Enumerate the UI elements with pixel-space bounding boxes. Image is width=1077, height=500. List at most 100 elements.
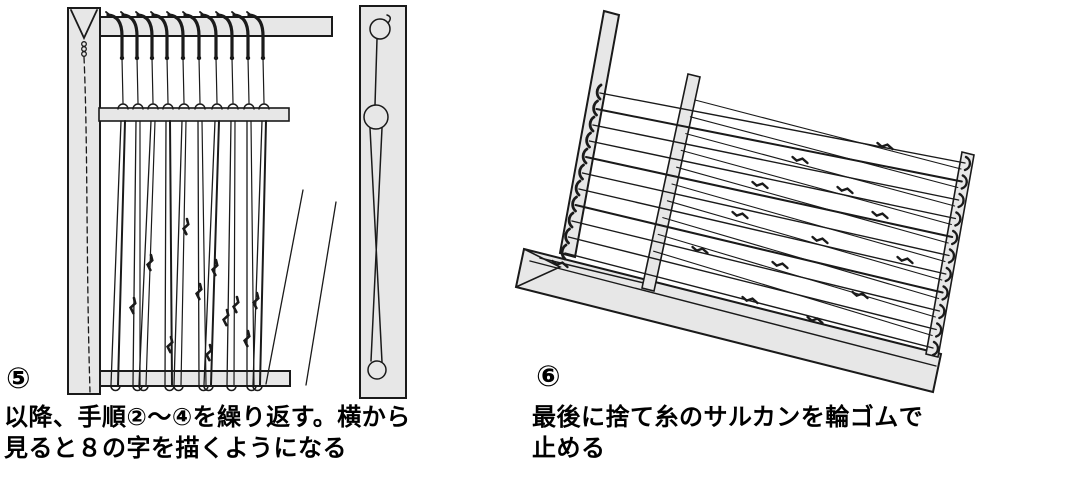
thread-loop-middle-bar: [178, 103, 190, 110]
swivel-knot: [146, 253, 154, 272]
thread-loop-middle-bar: [194, 103, 206, 110]
thread-upper: [136, 57, 139, 104]
thread-hook-left-post: [581, 147, 589, 165]
thread-upper: [231, 57, 234, 104]
thread-lower: [252, 120, 263, 386]
thread-hook: [136, 13, 154, 59]
fig5-threads: [105, 11, 270, 392]
step5-caption: 以降、手順②～④を繰り返す。横から 見ると８の字を描くようになる: [4, 402, 411, 464]
thread-hook-right-bar: [941, 285, 949, 301]
thread-upper: [215, 57, 218, 104]
thread-loop-middle-bar: [132, 103, 144, 110]
step5-caption-line2: 見ると８の字を描くようになる: [4, 434, 347, 462]
swivel-knot: [211, 258, 219, 277]
thread-loop-middle-bar: [117, 103, 129, 110]
swivel-knot: [791, 155, 809, 165]
thread-span: [567, 236, 937, 331]
thread-upper: [166, 57, 169, 104]
thread-hook-right-bar: [931, 340, 940, 357]
fig6-base-v-notch: [515, 248, 562, 288]
step6-caption: 最後に捨て糸のサルカンを輪ゴムで 止める: [532, 402, 923, 464]
thread-span-return: [671, 183, 946, 263]
thread-hook-right-bar: [957, 192, 965, 209]
swivel-knot: [751, 180, 769, 190]
fig5-left-post: [67, 7, 101, 395]
fig6-base-edge: [529, 260, 937, 367]
thread-hook-left-post: [574, 179, 582, 197]
fig5-twist-thread: [81, 41, 91, 393]
thread-span-return: [653, 250, 933, 337]
thread-hook-left-post: [588, 115, 596, 133]
thread-span: [595, 108, 963, 183]
fig5-swivel-knots: [129, 217, 260, 362]
thread-span: [585, 156, 954, 238]
thread-hook-right-bar: [954, 211, 962, 227]
thread-span: [578, 188, 947, 275]
thread-lower: [210, 120, 220, 386]
swivel-knot: [896, 255, 914, 265]
fig6-wound-frame-perspective: [514, 9, 975, 394]
thread-hook: [167, 13, 185, 59]
thread-hook-left-post: [585, 131, 592, 149]
fig5-bottom-bar: [99, 370, 291, 387]
thread-loop-middle-bar: [243, 103, 255, 110]
swivel-knot: [691, 245, 709, 255]
fig6-sacrifice-thread: [539, 257, 649, 285]
thread-lower: [173, 120, 183, 386]
thread-lower: [117, 120, 126, 386]
fig5-post-v-notch: [70, 9, 98, 41]
thread-span-return: [689, 116, 959, 189]
thread-lower: [233, 120, 236, 386]
thread-upper: [262, 57, 265, 104]
thread-loop-bottom-bar: [203, 385, 214, 392]
thread-hook-right-bar: [935, 322, 943, 338]
swivel-knot: [232, 295, 240, 314]
fig5-middle-bar: [98, 107, 290, 122]
thread-hook-right-bar: [963, 155, 972, 172]
thread-lower: [259, 120, 267, 386]
thread-loop-bottom-bar: [110, 385, 121, 392]
thread-hook: [232, 13, 250, 59]
swivel-knot: [851, 290, 869, 300]
thread-hook: [151, 13, 169, 59]
swivel-knot: [166, 335, 174, 354]
thread-hook-right-bar: [947, 248, 956, 264]
thread-span: [599, 92, 966, 164]
fig5-figure-eight-thread: [363, 14, 391, 380]
thread-hook-left-post: [595, 83, 603, 101]
thread-span-return: [657, 233, 936, 318]
thread-hook: [121, 13, 139, 59]
thread-upper: [198, 57, 201, 104]
thread-lower: [110, 120, 122, 386]
thread-loop-bottom-bar: [252, 385, 263, 392]
thread-span: [574, 204, 944, 294]
thread-span-return: [694, 99, 962, 170]
thread-loop-middle-bar: [227, 103, 239, 110]
thread-loop-middle-bar: [162, 103, 174, 110]
fig5-side-post: [359, 5, 407, 399]
thread-loop-middle-bar: [211, 103, 223, 110]
thread-span-return: [666, 200, 943, 281]
thread-loop-bottom-bar: [132, 385, 143, 392]
fig6-threads: [560, 83, 972, 357]
thread-span: [588, 140, 957, 220]
thread-lower: [132, 120, 137, 386]
swivel-knot: [836, 185, 854, 195]
thread-loop-middle-bar: [258, 103, 270, 110]
fig5-working-thread: [305, 201, 337, 386]
swivel-knot: [771, 260, 789, 270]
thread-span: [571, 220, 941, 312]
thread-loop-bottom-bar: [226, 385, 237, 392]
thread-hook-left-post: [571, 195, 578, 213]
thread-loop-bottom-bar: [246, 385, 257, 392]
step6-marker: ⑥: [536, 359, 561, 393]
thread-lower: [197, 120, 200, 386]
swivel-knot: [551, 259, 569, 269]
swivel-knot: [876, 141, 894, 151]
swivel-knot: [811, 235, 829, 245]
swivel-knot: [252, 291, 260, 310]
thread-lower: [180, 120, 187, 386]
thread-hook-left-post: [578, 163, 585, 181]
